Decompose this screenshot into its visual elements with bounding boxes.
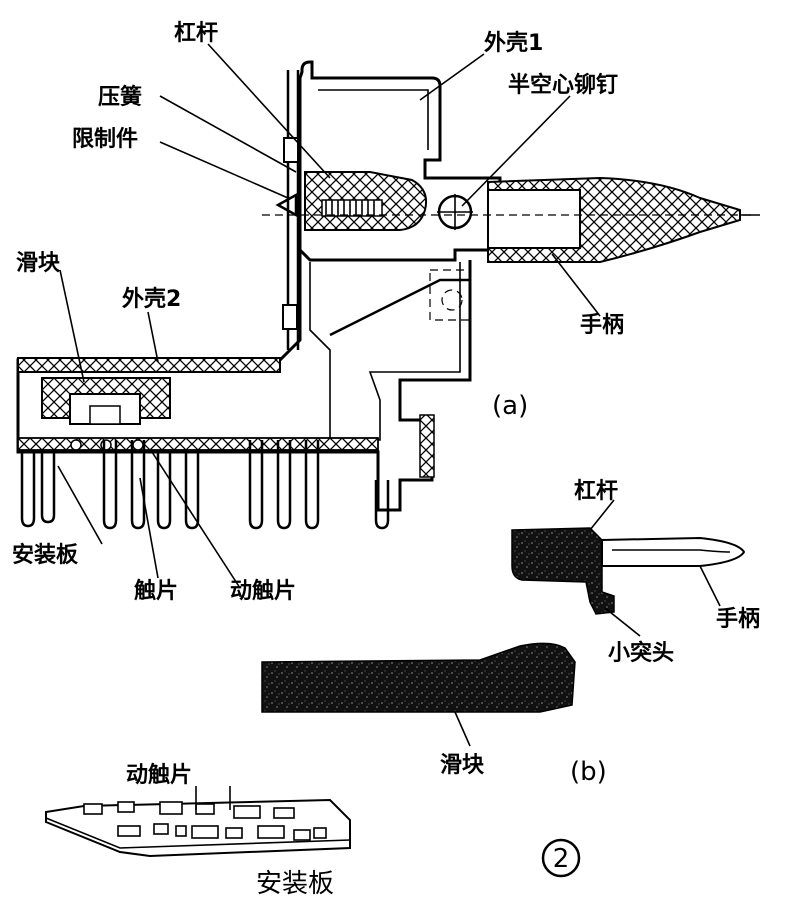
label-small-protrusion: 小突头 <box>608 640 674 666</box>
handle-sleeve <box>487 189 581 249</box>
board-contact-pads <box>83 801 327 841</box>
label-shell2: 外壳2 <box>122 286 181 312</box>
lever-part <box>511 527 615 615</box>
dashed-rivet-box <box>429 269 471 321</box>
label-mounting-board-board: 安装板 <box>256 869 334 899</box>
upper-rivet <box>283 137 299 163</box>
handle-part <box>601 536 746 567</box>
label-handle-a: 手柄 <box>580 313 624 338</box>
label-moving-contact-a: 动触片 <box>230 578 296 604</box>
slider-inner <box>89 405 121 425</box>
label-pressure-spring: 压簧 <box>98 84 142 110</box>
label-lever-a: 杠杆 <box>174 20 218 46</box>
label-lever-b: 杠杆 <box>574 478 618 504</box>
inner-link <box>329 278 470 337</box>
label-part-a: (a) <box>492 391 528 421</box>
label-part-b: (b) <box>570 757 607 787</box>
figure-number-text: 2 <box>553 844 570 874</box>
spring-coils <box>325 200 375 216</box>
board-assembly: 动触片 安装板 <box>45 762 351 899</box>
lower-rivet <box>282 304 298 330</box>
label-shell1: 外壳1 <box>484 30 543 56</box>
leader-lines <box>57 43 601 589</box>
side-plate-hatch <box>419 414 435 478</box>
label-slider-b: 滑块 <box>440 753 485 778</box>
slider-part <box>261 642 576 713</box>
figure-number-circle <box>541 838 581 878</box>
figure-number: 2 <box>541 838 581 878</box>
label-moving-contact-board: 动触片 <box>126 762 192 788</box>
shell2-top <box>17 357 281 373</box>
label-limiter: 限制件 <box>72 127 138 152</box>
label-contact: 触片 <box>134 578 178 604</box>
section-b: 杠杆 手柄 小突头 滑块 (b) <box>261 478 760 787</box>
label-semi-hollow-rivet: 半空心铆钉 <box>508 72 618 98</box>
section-a: 杠杆 外壳1 压簧 半空心铆钉 限制件 滑块 外壳2 手柄 (a) 安装板 触片… <box>12 20 760 604</box>
limiter <box>275 192 298 218</box>
label-slider-a: 滑块 <box>16 251 61 276</box>
housing-inner <box>309 262 461 441</box>
label-mounting-board-a: 安装板 <box>12 542 79 568</box>
pressure-spring <box>321 199 383 217</box>
contact-pins <box>20 440 390 530</box>
label-handle-b: 手柄 <box>716 607 760 632</box>
shell1-inner-edge <box>318 89 429 150</box>
